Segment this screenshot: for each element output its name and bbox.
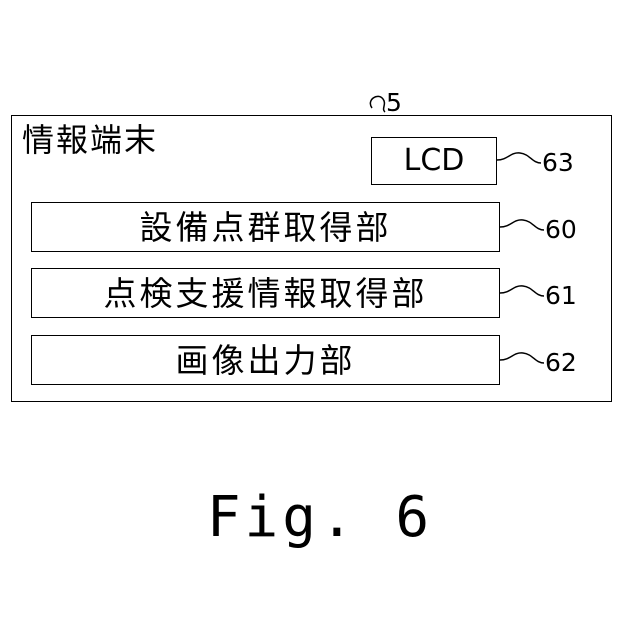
inspection-support-info-acquisition-label: 点検支援情報取得部 bbox=[104, 277, 428, 310]
lcd-block: LCD bbox=[371, 137, 497, 185]
ref-61: 61 bbox=[545, 283, 577, 308]
equipment-point-cloud-acquisition-label: 設備点群取得部 bbox=[140, 211, 392, 244]
terminal-title: 情報端末 bbox=[22, 124, 158, 156]
image-output-label: 画像出力部 bbox=[176, 344, 356, 377]
lcd-label: LCD bbox=[404, 146, 465, 176]
ref-60: 60 bbox=[545, 217, 577, 242]
figure-caption: Fig. 6 bbox=[0, 490, 640, 546]
inspection-support-info-acquisition-block: 点検支援情報取得部 bbox=[31, 268, 500, 318]
equipment-point-cloud-acquisition-block: 設備点群取得部 bbox=[31, 202, 500, 252]
image-output-block: 画像出力部 bbox=[31, 335, 500, 385]
ref-63: 63 bbox=[542, 150, 574, 175]
ref-62: 62 bbox=[545, 350, 577, 375]
leader-outer-5 bbox=[370, 96, 385, 112]
outer-ref-label: 5 bbox=[386, 90, 402, 115]
